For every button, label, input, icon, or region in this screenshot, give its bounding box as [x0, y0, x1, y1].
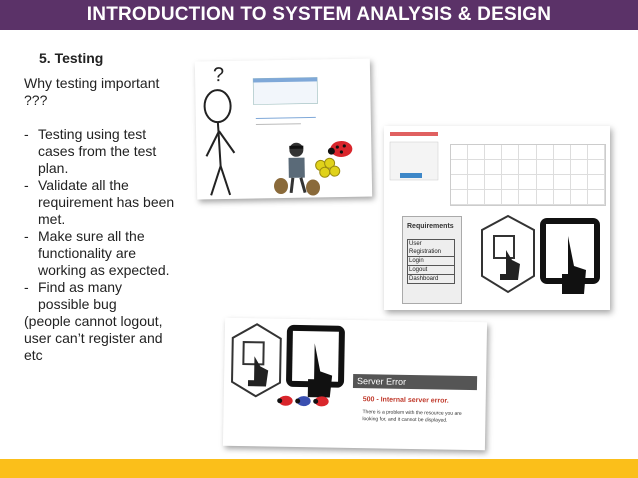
touch-tablet-icon	[540, 218, 600, 294]
test-case-table-image: Requirements User Registration Login Log…	[384, 126, 610, 310]
mini-screenshot-icon	[252, 77, 318, 125]
red-bug-icon	[313, 396, 329, 407]
touch-tablet-icon	[286, 324, 345, 398]
requirements-document: Requirements User Registration Login Log…	[402, 216, 462, 304]
test-form-svg	[389, 132, 439, 181]
ladybug-icon	[327, 140, 353, 157]
server-error-message: There is a problem with the resource you…	[362, 409, 462, 424]
server-error-image: Server Error 500 - Internal server error…	[222, 317, 488, 451]
spacer	[24, 109, 176, 126]
requirement-item: Login	[407, 257, 455, 266]
bullet-text: Testing using test cases from the test p…	[38, 126, 157, 176]
dash-marker: -	[24, 279, 29, 295]
section-heading: 5. Testing	[39, 50, 104, 66]
dash-marker: -	[24, 228, 29, 244]
bullet-list: -Testing using test cases from the test …	[24, 126, 176, 313]
touch-icons-svg	[231, 323, 345, 398]
server-error-code: 500 - Internal server error.	[362, 396, 449, 405]
requirement-item: User Registration	[407, 239, 455, 257]
touch-icons-svg	[481, 214, 600, 294]
coin-pile-icon	[315, 157, 341, 178]
bullet-item: -Find as many possible bug	[24, 279, 176, 313]
bug-row-svg	[277, 395, 329, 407]
bullet-item: -Testing using test cases from the test …	[24, 126, 176, 177]
bullet-text: Make sure all the functionality are work…	[38, 228, 170, 278]
slide-title-bar: INTRODUCTION TO SYSTEM ANALYSIS & DESIGN	[0, 0, 638, 30]
tap-hexagon-icon	[231, 323, 282, 398]
bullet-text: Validate all the requirement has been me…	[38, 177, 175, 227]
requirement-item: Dashboard	[407, 275, 455, 284]
tap-hexagon-icon	[481, 214, 535, 294]
closing-text: (people cannot logout, user can’t regist…	[24, 313, 163, 363]
blue-bug-icon	[295, 396, 311, 407]
footer-bar	[0, 459, 638, 478]
dash-marker: -	[24, 177, 29, 193]
requirements-list: User Registration Login Logout Dashboard	[407, 239, 455, 284]
question-mark-icon: ?	[213, 64, 225, 86]
slide-body-text: Why testing important ??? -Testing using…	[24, 75, 176, 364]
stick-figure-icon	[203, 89, 236, 196]
requirements-title: Requirements	[407, 223, 454, 230]
testing-illustration-svg: ?	[203, 64, 353, 196]
dash-marker: -	[24, 126, 29, 142]
server-error-header: Server Error	[352, 373, 478, 391]
slide-title: INTRODUCTION TO SYSTEM ANALYSIS & DESIGN	[86, 4, 552, 25]
intro-text: Why testing important ???	[24, 75, 160, 108]
testing-illustration-image: ?	[194, 58, 373, 200]
bullet-item: -Make sure all the functionality are wor…	[24, 228, 176, 279]
test-case-table	[450, 144, 606, 206]
bullet-item: -Validate all the requirement has been m…	[24, 177, 176, 228]
requirement-item: Logout	[407, 266, 455, 275]
burglar-icon	[273, 142, 321, 196]
bullet-text: Find as many possible bug	[38, 279, 123, 312]
red-bug-icon	[277, 395, 293, 406]
